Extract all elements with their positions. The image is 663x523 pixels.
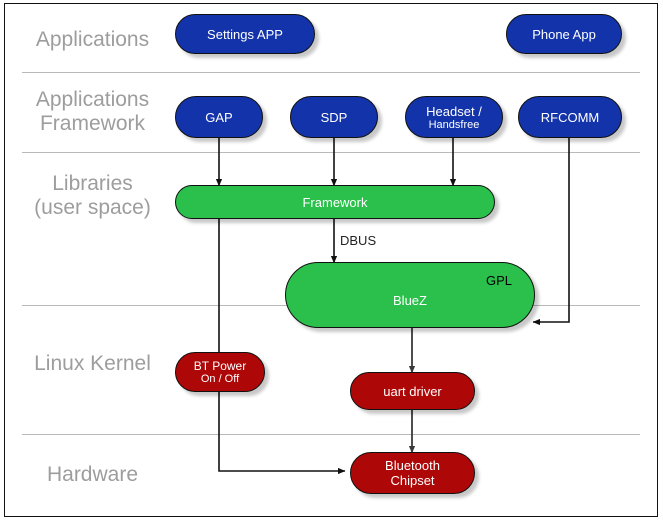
node-bluetooth-chipset-label-1: Bluetooth [385,458,440,473]
node-bt-power-label: BT Power [193,359,247,373]
node-settings-app-label: Settings APP [207,26,283,42]
node-settings-app[interactable]: Settings APP [175,14,315,54]
node-headset-handsfree[interactable]: Headset / Handsfree [405,96,503,138]
diagram-frame [4,3,658,517]
node-bluez-license-badge: GPL [485,273,512,288]
node-bluetooth-chipset[interactable]: Bluetooth Chipset [350,452,475,494]
node-framework-label: Framework [302,194,368,210]
layer-label-apps-framework: Applications Framework [35,88,150,135]
node-framework[interactable]: Framework [175,185,495,219]
node-bt-power-state-label: On / Off [200,373,240,385]
node-phone-app[interactable]: Phone App [506,14,622,54]
node-gap[interactable]: GAP [175,96,263,138]
node-phone-app-label: Phone App [532,26,596,42]
edge-label-dbus: DBUS [340,233,377,248]
node-gap-label: GAP [205,109,233,125]
node-rfcomm[interactable]: RFCOMM [518,96,622,138]
node-sdp-label: SDP [320,109,348,125]
node-sdp[interactable]: SDP [290,96,378,138]
layer-label-libraries: Libraries (user space) [34,172,151,219]
divider-applications [22,72,640,73]
node-bluez[interactable]: GPL BlueZ [285,262,535,328]
layer-label-hardware: Hardware [46,463,139,486]
node-bluetooth-chipset-label-2: Chipset [390,473,435,488]
node-headset-label: Headset / [426,103,482,119]
divider-apps-framework [22,152,640,153]
node-bt-power[interactable]: BT Power On / Off [175,352,265,392]
node-uart-driver[interactable]: uart driver [350,372,475,410]
layer-label-applications: Applications [35,28,150,51]
node-rfcomm-label: RFCOMM [540,109,600,125]
node-uart-driver-label: uart driver [383,383,442,399]
node-bluez-label: BlueZ [393,292,427,308]
divider-linux-kernel [22,434,640,435]
node-handsfree-label: Handsfree [428,118,480,131]
layer-label-linux-kernel: Linux Kernel [34,352,151,375]
